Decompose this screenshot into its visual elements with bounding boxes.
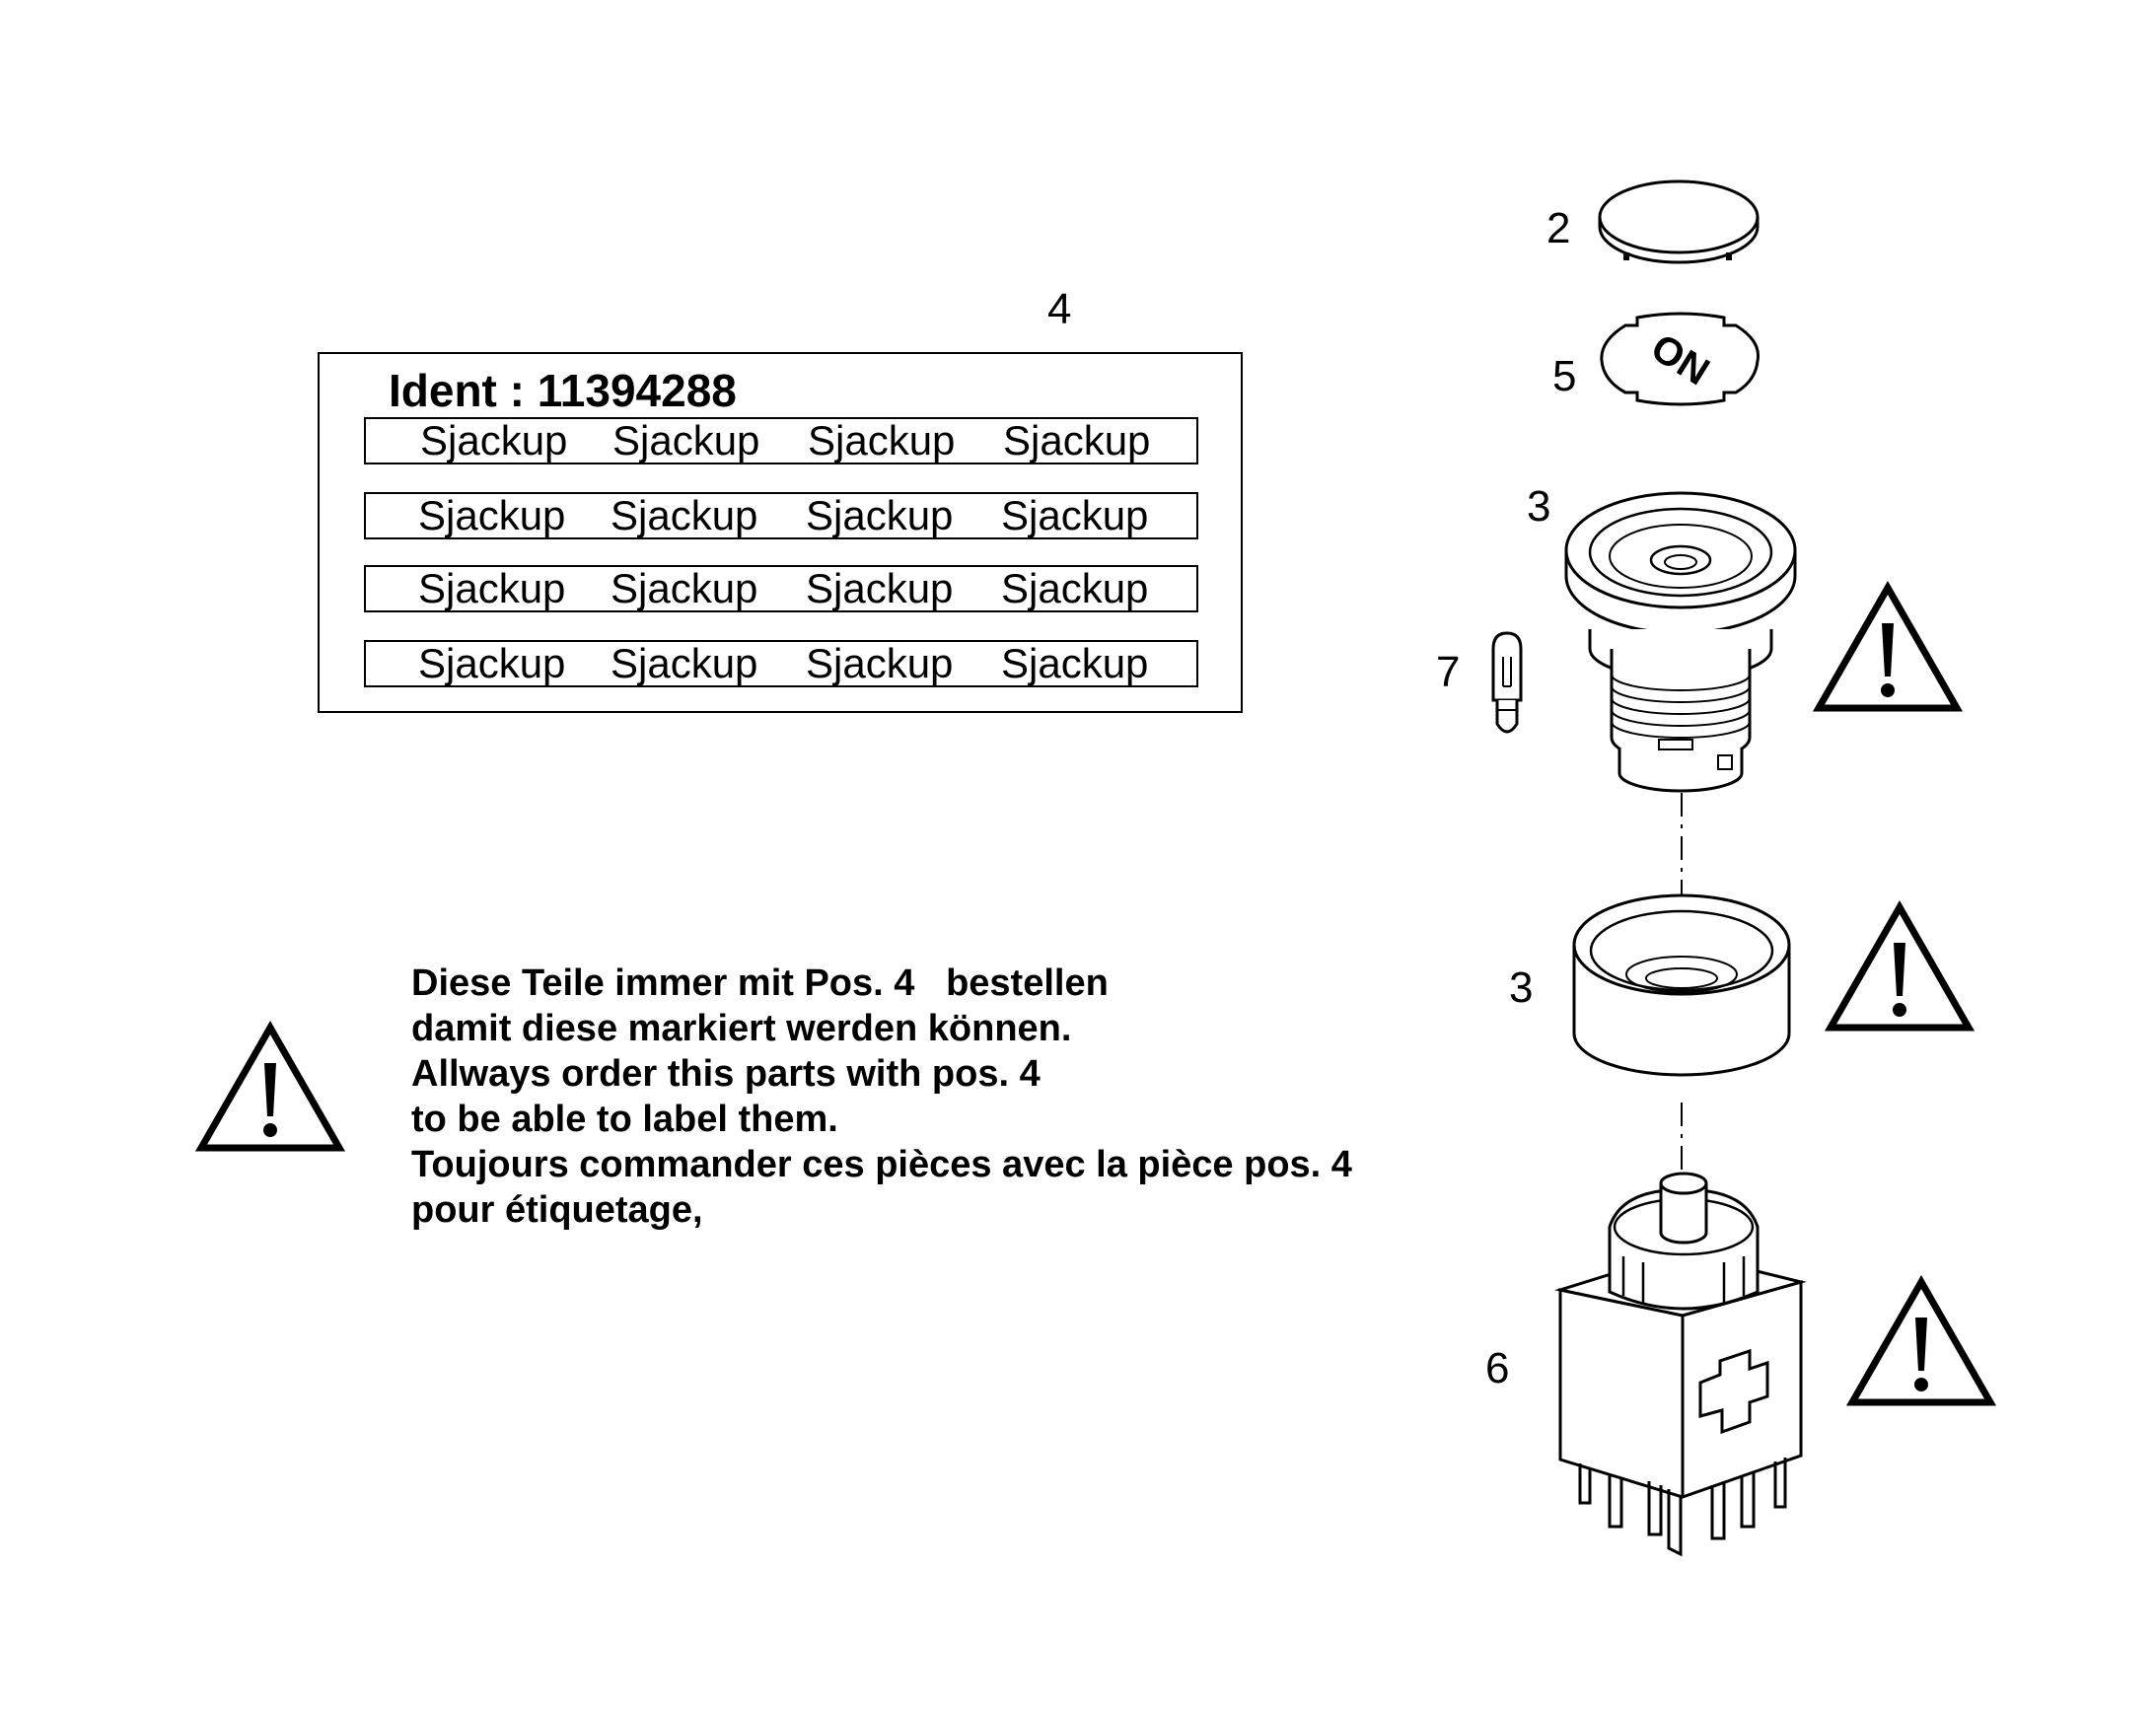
- note-line: to be able to label them.: [411, 1099, 838, 1140]
- label-sheet: Ident : 11394288 Sjackup Sjackup Sjackup…: [318, 352, 1243, 713]
- label-tag: Sjackup: [611, 492, 758, 538]
- label-tag: Sjackup: [806, 565, 954, 611]
- callout-5: 5: [1552, 352, 1577, 400]
- ordering-note: Diese Teile immer mit Pos. 4 bestellen d…: [411, 961, 1352, 1233]
- lamp-bulb-part: [1491, 631, 1523, 734]
- warning-triangle-icon: [1845, 1274, 1997, 1406]
- label-row: Sjackup Sjackup Sjackup Sjackup: [364, 492, 1198, 539]
- note-line: Diese Teile immer mit Pos. 4 bestellen: [411, 962, 1109, 1004]
- bezel-part: [1564, 491, 1797, 793]
- warning-triangle-icon: [1824, 899, 1976, 1032]
- label-tag: Sjackup: [418, 565, 566, 611]
- label-tag: Sjackup: [1001, 640, 1149, 686]
- note-line: pour étiquetage,: [411, 1189, 703, 1231]
- label-tag: Sjackup: [806, 640, 954, 686]
- note-line: Allways order this parts with pos. 4: [411, 1053, 1041, 1095]
- label-tag: Sjackup: [1001, 565, 1149, 611]
- label-tag: Sjackup: [611, 640, 758, 686]
- label-row: Sjackup Sjackup Sjackup Sjackup: [364, 417, 1198, 464]
- label-tag: Sjackup: [612, 417, 760, 463]
- label-row: Sjackup Sjackup Sjackup Sjackup: [364, 640, 1198, 687]
- label-row: Sjackup Sjackup Sjackup Sjackup: [364, 565, 1198, 612]
- note-line: damit diese markiert werden können.: [411, 1008, 1072, 1049]
- label-tag: Sjackup: [611, 565, 758, 611]
- label-tag: Sjackup: [420, 417, 568, 463]
- label-tag: Sjackup: [1001, 492, 1149, 538]
- label-tag: Sjackup: [808, 417, 956, 463]
- label-tag: Sjackup: [806, 492, 954, 538]
- callout-3-bottom: 3: [1509, 963, 1534, 1012]
- bezel-ring-part: [1572, 893, 1791, 1077]
- label-tag: Sjackup: [418, 492, 566, 538]
- warning-triangle-icon: [1812, 580, 1964, 712]
- callout-6: 6: [1485, 1344, 1510, 1392]
- callout-3-top: 3: [1527, 482, 1551, 531]
- callout-4: 4: [1047, 285, 1072, 333]
- cap-disc-part: [1598, 179, 1760, 264]
- contact-block-part: [1554, 1172, 1807, 1557]
- label-tag: Sjackup: [418, 640, 566, 686]
- note-line: Toujours commander ces pièces avec la pi…: [411, 1144, 1352, 1185]
- on-insert-part: ON: [1600, 312, 1761, 406]
- callout-2: 2: [1546, 204, 1571, 252]
- label-tag: Sjackup: [1003, 417, 1151, 463]
- warning-triangle-icon: [194, 1020, 346, 1152]
- ident-number: Ident : 11394288: [389, 365, 737, 416]
- callout-7: 7: [1436, 648, 1461, 696]
